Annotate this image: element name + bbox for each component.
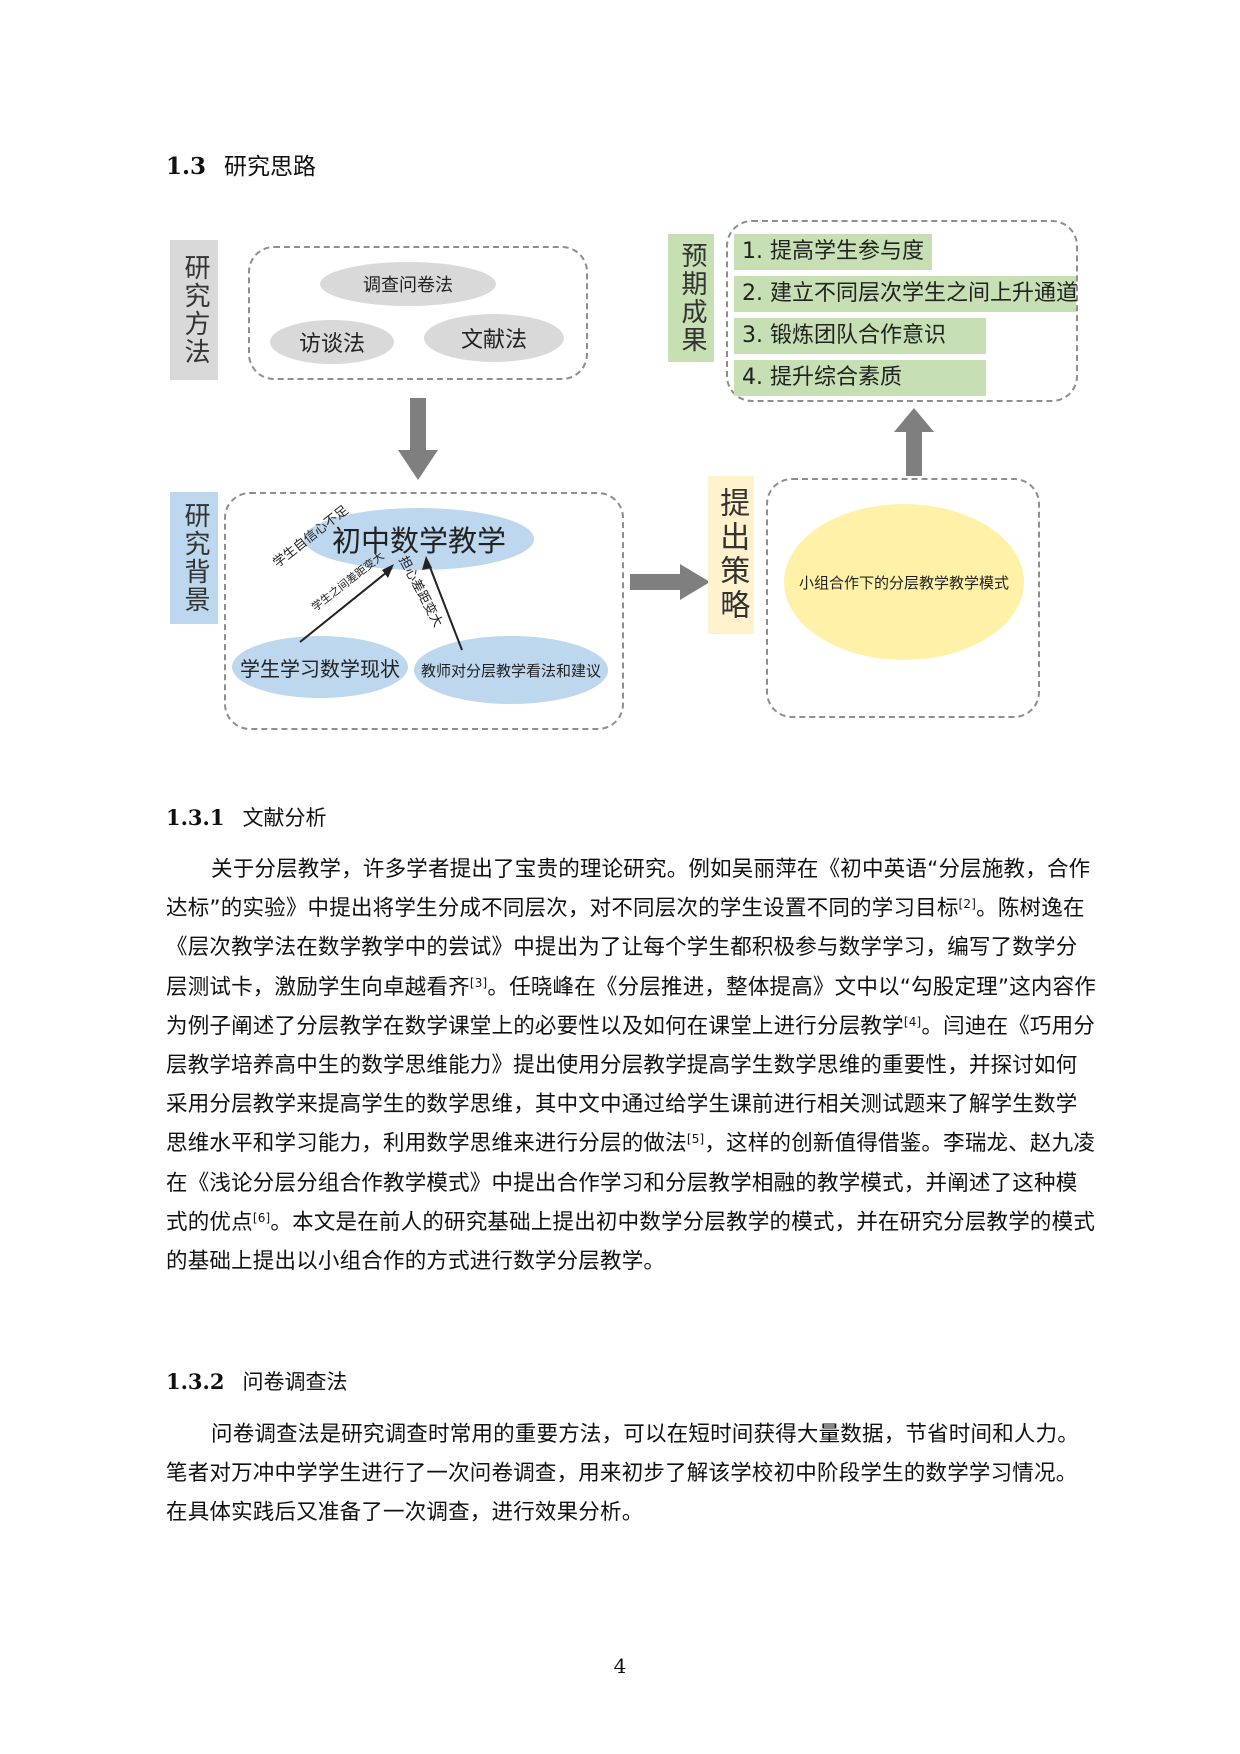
background-label-text: 研究背景 — [179, 502, 210, 614]
strategy-ellipse: 小组合作下的分层教学教学模式 — [784, 504, 1024, 660]
teacher-views-label: 教师对分层教学看法和建议 — [420, 661, 601, 680]
subsection-title: 文献分析 — [242, 806, 327, 830]
teacher-views: 教师对分层教学看法和建议 — [414, 636, 608, 704]
method-literature: 文献法 — [424, 314, 564, 362]
strategy-label: 提出策略 — [708, 476, 754, 634]
citation-4: [4] — [903, 1014, 922, 1029]
arrow-right-icon — [630, 564, 710, 600]
section-number: 1.3 — [166, 153, 207, 180]
citation-3: [3] — [469, 975, 488, 990]
method-survey-label: 调查问卷法 — [363, 275, 453, 296]
method-interview-label: 访谈法 — [298, 332, 365, 357]
background-label: 研究背景 — [170, 492, 218, 624]
outcome-3: 3. 锻炼团队合作意识 — [734, 318, 986, 354]
outcome-4: 4. 提升综合素质 — [734, 360, 986, 396]
subsection-heading-survey: 1.3.2 问卷调查法 — [166, 1366, 347, 1396]
methods-label-text: 研究方法 — [179, 254, 210, 366]
survey-paragraph: 问卷调查法是研究调查时常用的重要方法，可以在短时间获得大量数据，节省时间和人力。… — [166, 1415, 1096, 1533]
section-title: 研究思路 — [224, 154, 317, 180]
literature-paragraph: 关于分层教学，许多学者提出了宝贵的理论研究。例如吴丽萍在《初中英语“分层施教，合… — [166, 850, 1096, 1281]
para1-text-5: ，这样的创新值得借鉴。李瑞龙、赵九凌在《浅论分层分组合作教学模式》中提出合作学习… — [166, 1131, 1096, 1235]
subsection-title: 问卷调查法 — [242, 1370, 348, 1394]
method-survey: 调查问卷法 — [320, 262, 496, 306]
method-interview: 访谈法 — [270, 320, 394, 364]
relation-arrows — [299, 556, 463, 651]
subsection-number: 1.3.1 — [166, 805, 225, 830]
citation-6: [6] — [252, 1210, 271, 1225]
research-flow-diagram: 研究方法 调查问卷法 访谈法 文献法 预期成果 1. 提高学生参与度 2. 建立… — [160, 210, 1090, 740]
center-topic-label: 初中数学教学 — [331, 524, 506, 558]
page-number: 4 — [613, 1654, 627, 1678]
citation-2: [2] — [958, 897, 977, 912]
outcome-1-text: 1. 提高学生参与度 — [742, 239, 924, 264]
outcome-4-text: 4. 提升综合素质 — [742, 365, 902, 390]
section-heading: 1.3 研究思路 — [166, 147, 316, 181]
method-literature-label: 文献法 — [460, 328, 527, 353]
outcomes-label-text: 预期成果 — [676, 242, 707, 354]
para1-text-6: 。本文是在前人的研究基础上提出初中数学分层教学的模式，并在研究分层教学的模式的基… — [166, 1209, 1096, 1275]
arrow-down-icon — [398, 398, 438, 480]
arrow-up-icon — [894, 408, 934, 476]
para1-text-4: 。闫迪在《巧用分层教学培养高中生的数学思维能力》提出使用分层教学提高学生数学思维… — [166, 1013, 1096, 1157]
outcomes-label: 预期成果 — [668, 234, 714, 362]
center-topic: 初中数学教学 — [304, 508, 534, 570]
para2-text: 问卷调查法是研究调查时常用的重要方法，可以在短时间获得大量数据，节省时间和人力。… — [166, 1422, 1080, 1526]
strategy-ellipse-label: 小组合作下的分层教学教学模式 — [798, 573, 1009, 592]
para1-text-3: 。任晓峰在《分层推进，整体提高》文中以“勾股定理”这内容作为例子阐述了分层教学在… — [166, 974, 1097, 1039]
subsection-number: 1.3.2 — [166, 1369, 225, 1394]
citation-5: [5] — [686, 1132, 705, 1147]
outcome-2: 2. 建立不同层次学生之间上升通道 — [734, 276, 1078, 312]
methods-label: 研究方法 — [170, 240, 218, 380]
outcome-2-text: 2. 建立不同层次学生之间上升通道 — [742, 281, 1078, 306]
para1-text-2: 。陈树逸在《层次教学法在数学教学中的尝试》中提出为了让每个学生都积极参与数学学习… — [166, 896, 1085, 1000]
outcome-3-text: 3. 锻炼团队合作意识 — [742, 323, 946, 348]
student-status: 学生学习数学现状 — [232, 636, 408, 698]
subsection-heading-literature: 1.3.1 文献分析 — [166, 802, 326, 832]
strategy-label-text: 提出策略 — [714, 487, 750, 623]
outcome-1: 1. 提高学生参与度 — [734, 234, 932, 270]
para1-text-1: 关于分层教学，许多学者提出了宝贵的理论研究。例如吴丽萍在《初中英语“分层施教，合… — [166, 857, 1091, 922]
student-status-label: 学生学习数学现状 — [240, 656, 400, 681]
